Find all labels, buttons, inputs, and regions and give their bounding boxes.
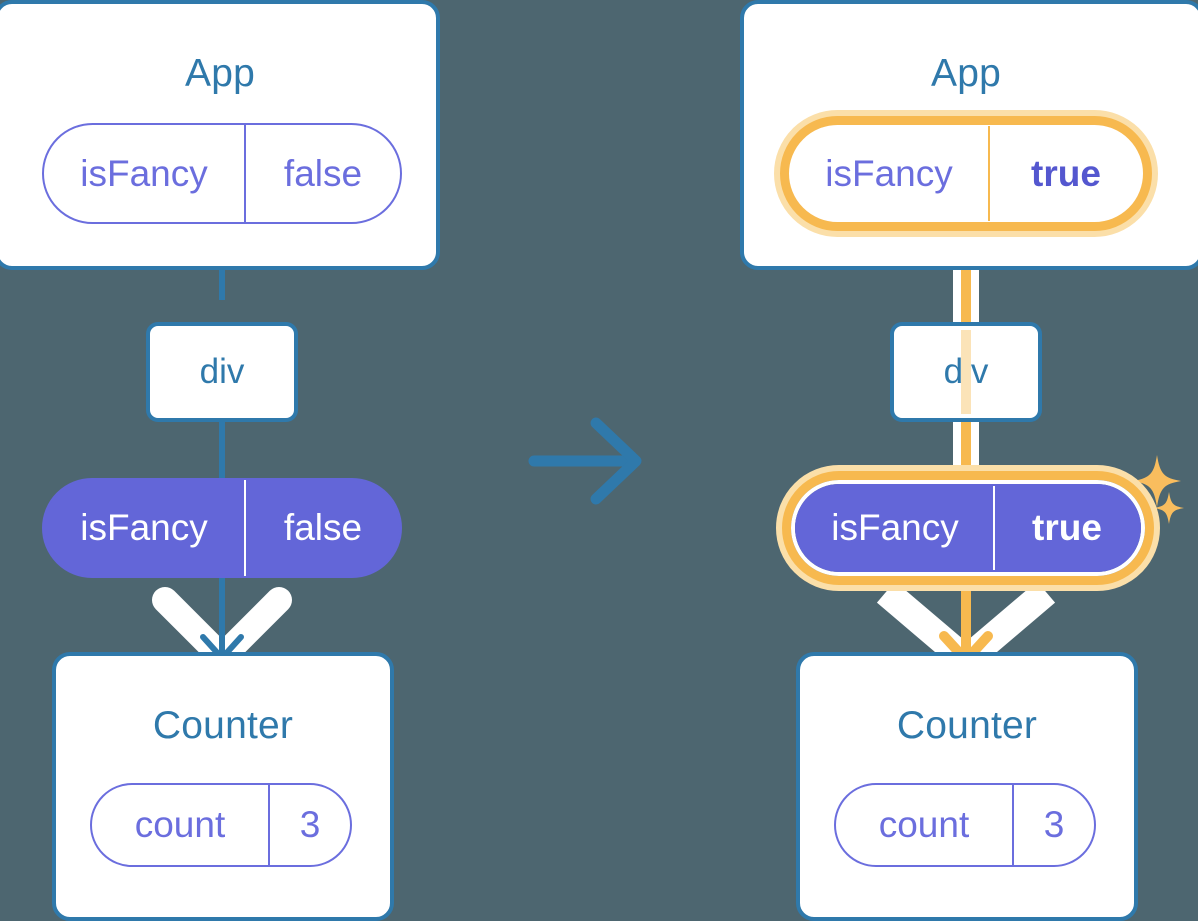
- sparkle-small-icon-prop: [1154, 492, 1184, 524]
- left-prop-value: false: [244, 480, 400, 576]
- right-prop-highlight: [776, 465, 1160, 591]
- right-prop-inner-white: [791, 480, 1145, 576]
- left-div-label: div: [199, 352, 245, 391]
- right-counter-state-pill: count 3: [834, 783, 1096, 867]
- left-app-state-value: false: [244, 125, 400, 222]
- right-prop-ring: [782, 471, 1154, 585]
- right-counter-state-key: count: [878, 804, 970, 845]
- left-counter-state-value: 3: [268, 785, 350, 865]
- left-counter-state-key: count: [134, 804, 226, 845]
- right-app-state-pill: isFancy true: [790, 126, 1142, 221]
- right-counter-state-value: 3: [1012, 785, 1094, 865]
- right-app-state-highlight: [774, 110, 1158, 237]
- right-prop-pill: isFancy true: [795, 484, 1141, 572]
- left-counter-title: Counter: [152, 704, 294, 747]
- right-div-inner-line: [961, 330, 971, 414]
- right-app-state-value: true: [988, 126, 1142, 221]
- right-counter-title: Counter: [896, 704, 1038, 747]
- left-div-node: div: [146, 322, 298, 422]
- left-counter-state-pill: count 3: [90, 783, 352, 867]
- sparkle-icon-prop: [1133, 455, 1181, 507]
- right-prop-value: true: [993, 486, 1139, 570]
- right-app-state-ring: [780, 116, 1152, 231]
- right-prop-key: isFancy: [831, 507, 959, 548]
- left-app-state-key: isFancy: [80, 152, 208, 194]
- right-app-state-key: isFancy: [825, 152, 953, 194]
- transition-arrow-right-icon: [528, 417, 642, 505]
- right-app-title: App: [931, 52, 1001, 95]
- left-app-state-pill: isFancy false: [42, 123, 402, 224]
- left-line-casing-top: [210, 300, 234, 322]
- left-app-title: App: [185, 52, 255, 95]
- left-blue-down-arrow: [200, 566, 244, 661]
- left-prop-pill: isFancy false: [42, 478, 402, 578]
- left-prop-key: isFancy: [80, 507, 208, 548]
